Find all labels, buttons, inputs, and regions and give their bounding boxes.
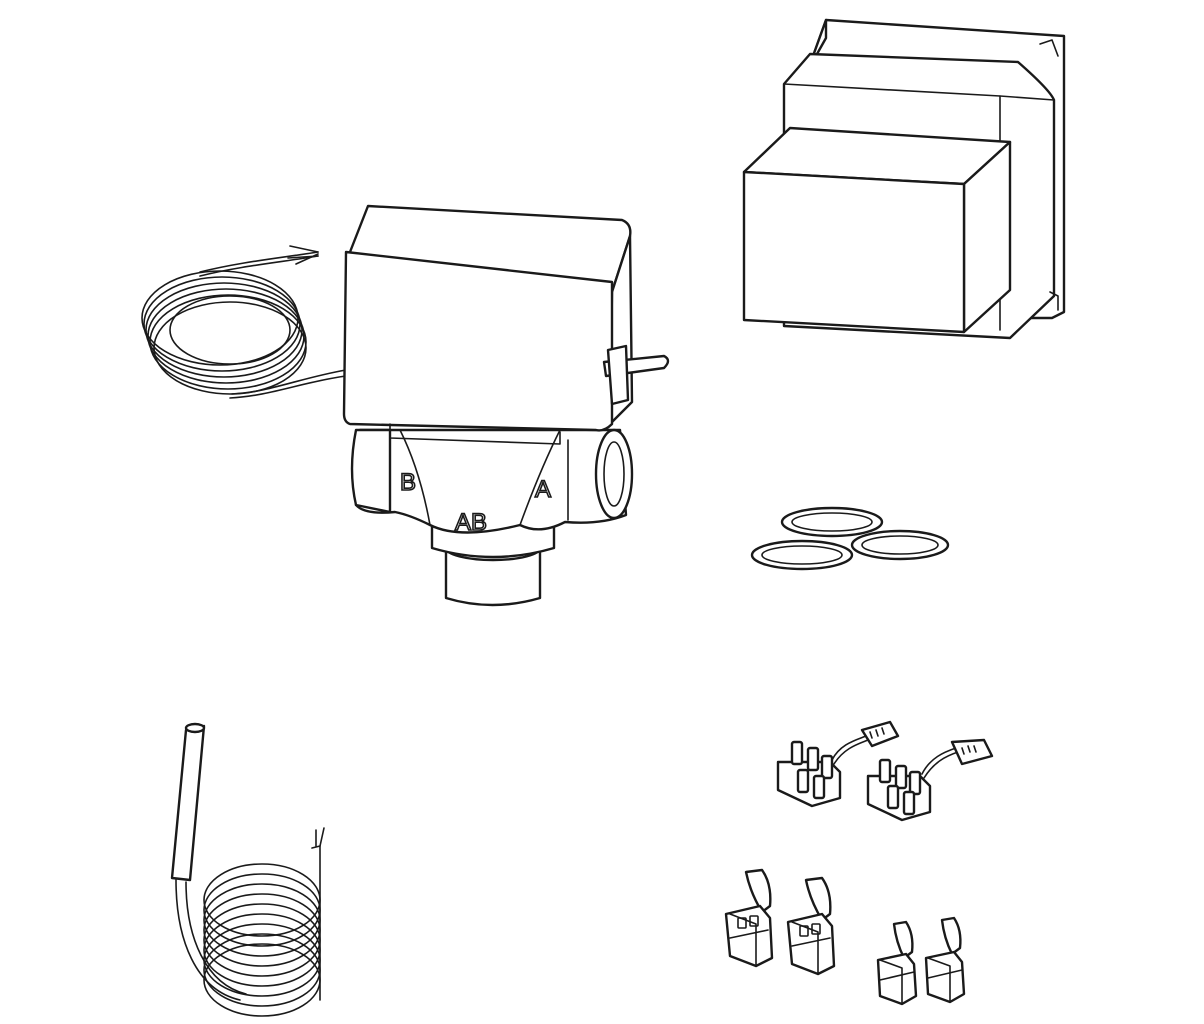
gasket-rings: [750, 506, 950, 571]
plug-connector: [786, 876, 836, 976]
valve-actuator: [342, 204, 670, 445]
gasket-ring: [780, 506, 884, 538]
capillary-coil: [141, 245, 347, 399]
valve-body: [354, 428, 628, 534]
terminal-block: [866, 738, 994, 822]
port-label-a: A: [535, 476, 551, 503]
valve-outlet-ab: [430, 518, 556, 607]
gasket-ring: [850, 529, 950, 561]
plug-connector: [876, 920, 918, 1006]
terminal-block: [776, 720, 900, 808]
port-label-ab: AB: [455, 509, 487, 536]
valve-port-b: [350, 428, 392, 514]
plug-connectors: [724, 868, 966, 1006]
port-label-b: B: [400, 469, 416, 496]
plug-connector: [724, 868, 774, 968]
plug-connector: [924, 916, 966, 1004]
temperature-sensor: [170, 722, 325, 1017]
valve-port-a: [594, 428, 634, 520]
control-box: [742, 18, 1066, 340]
three-way-valve: B A AB: [141, 204, 670, 607]
terminal-block-assembly: [776, 720, 994, 822]
gasket-ring: [750, 539, 854, 571]
